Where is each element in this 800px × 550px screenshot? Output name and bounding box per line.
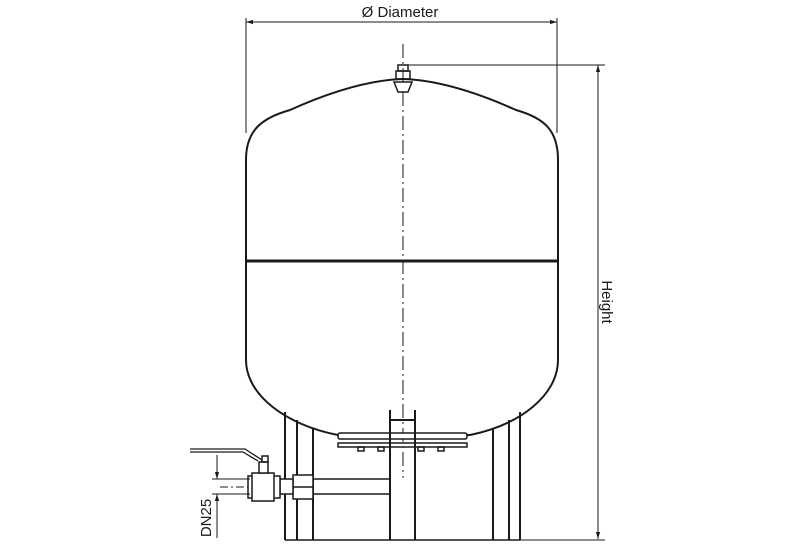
height-dimension <box>408 64 605 541</box>
diameter-label: Ø Diameter <box>362 4 439 21</box>
diameter-dimension <box>245 18 558 133</box>
drain-connection <box>190 448 390 502</box>
bottom-flange <box>337 432 468 452</box>
air-valve <box>392 64 414 93</box>
height-label: Height <box>598 280 615 324</box>
dn25-label: DN25 <box>198 499 215 537</box>
tank-shell <box>245 77 559 436</box>
dn25-dimension <box>212 455 250 538</box>
